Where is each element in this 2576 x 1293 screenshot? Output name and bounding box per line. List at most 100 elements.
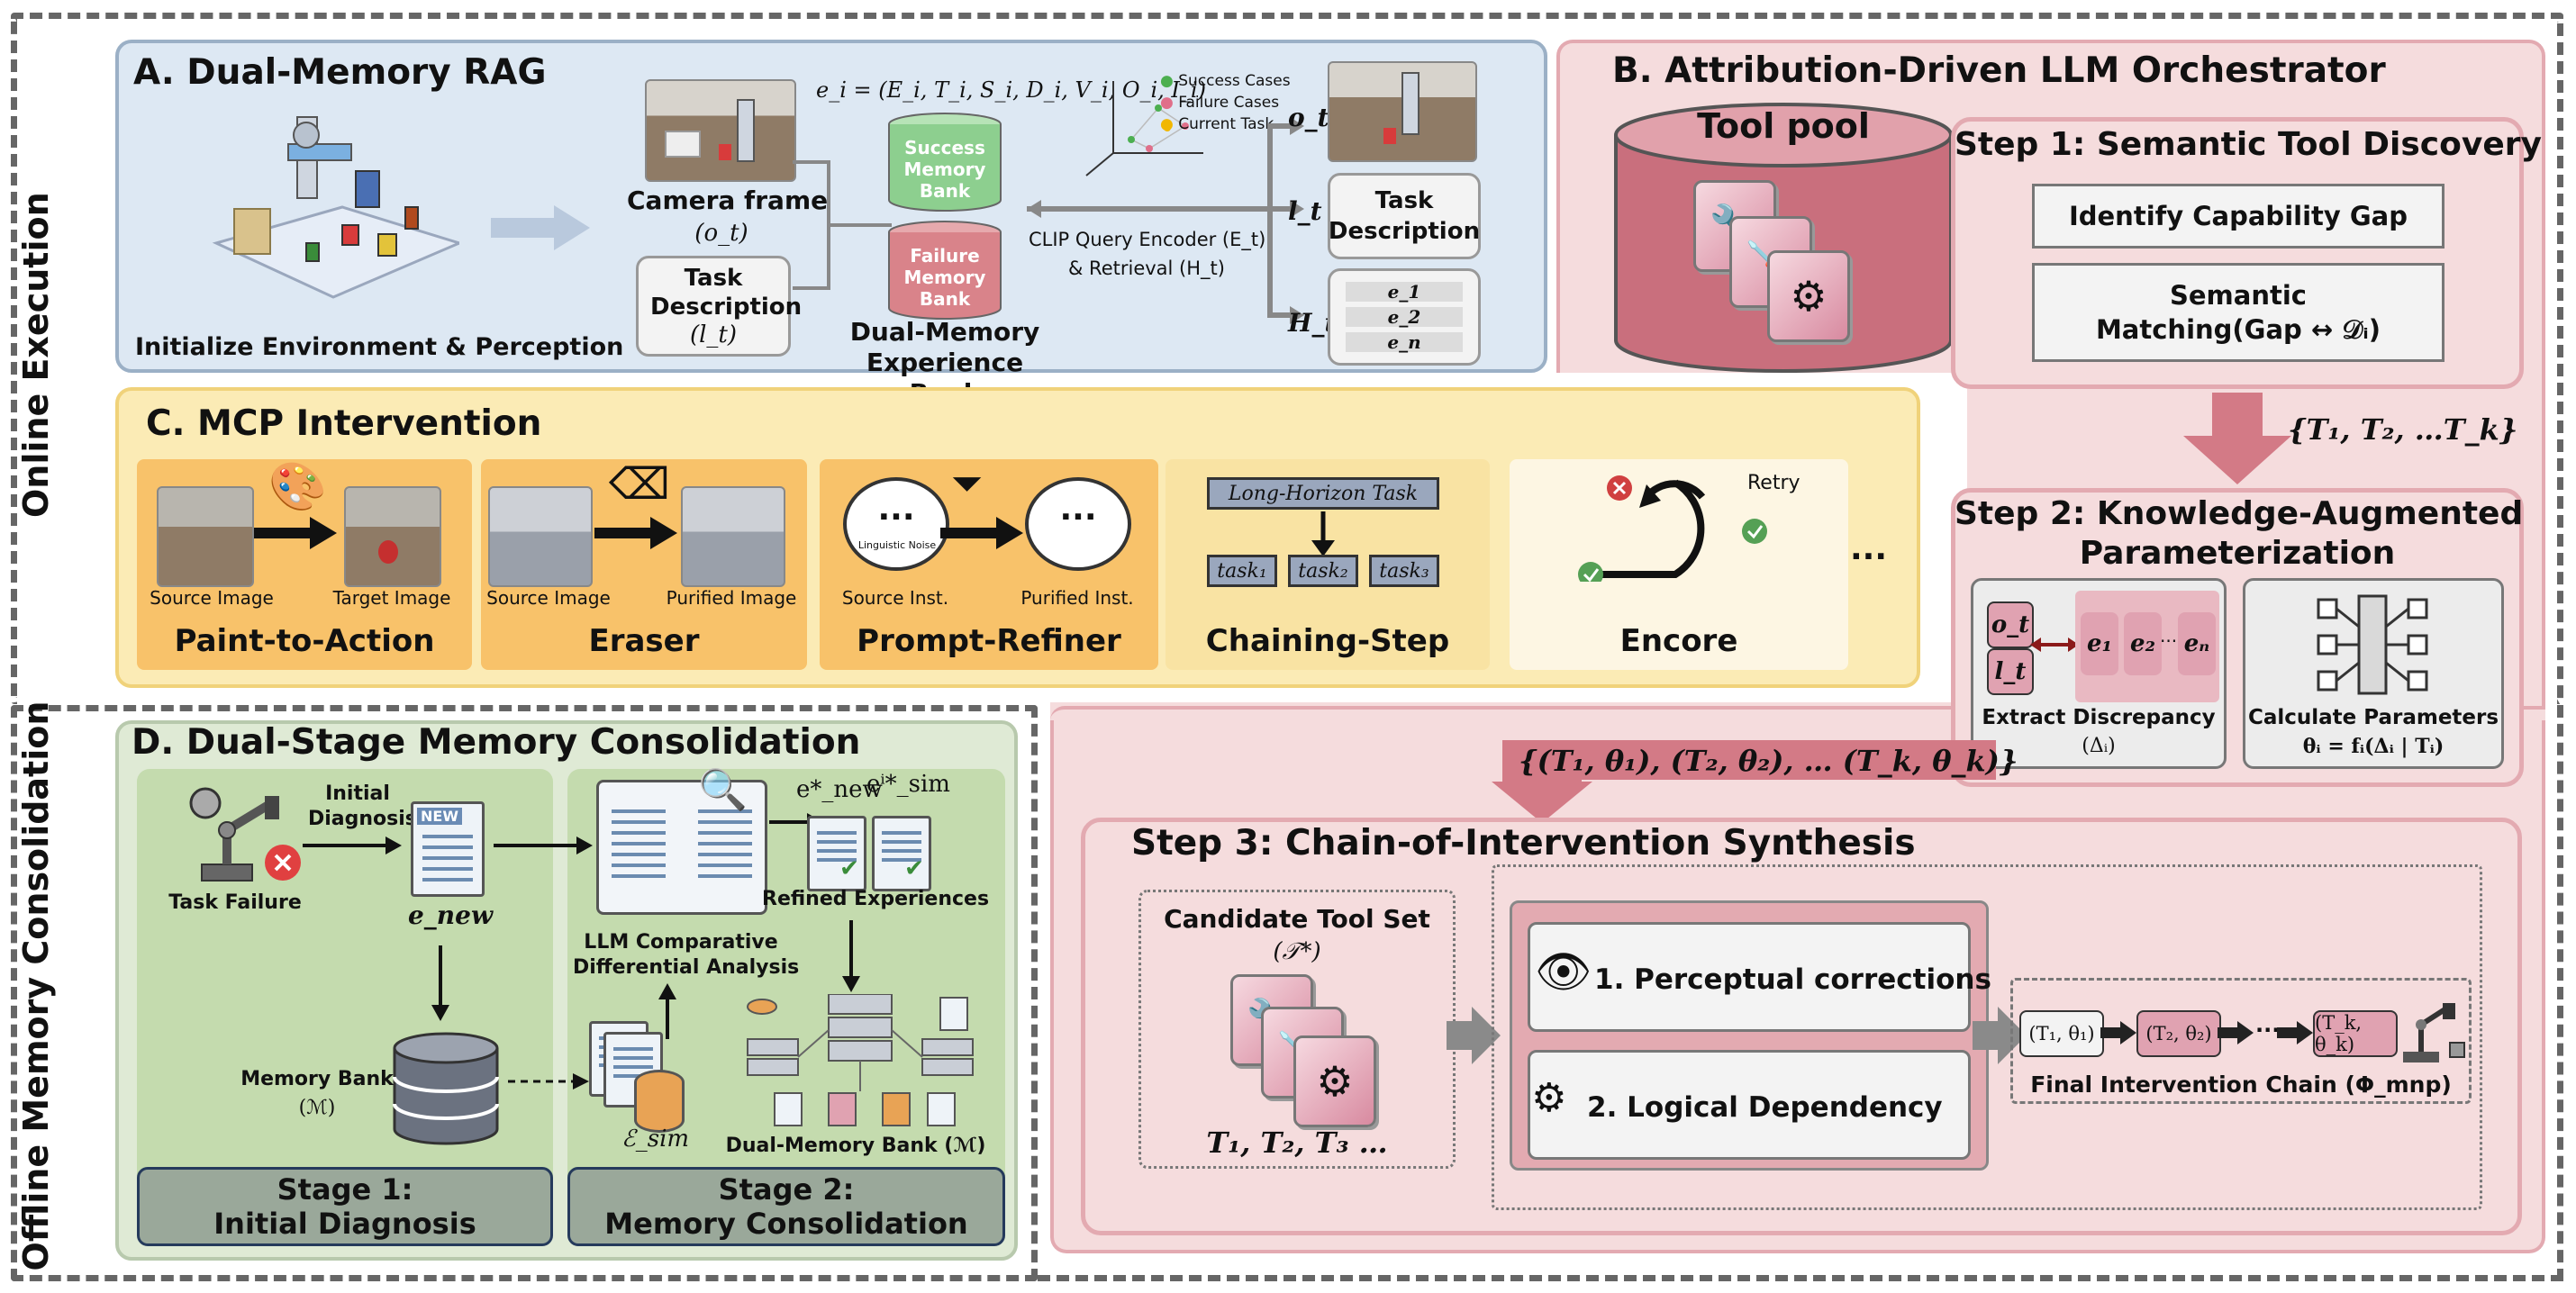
retrieved-experiences-box: e_1 e_2 e_n [1328,268,1481,366]
step3-title: Step 3: Chain-of-Intervention Synthesis [1131,823,1916,864]
capability-gap-label: Identify Capability Gap [2068,201,2408,231]
panel-a-title: A. Dual-Memory RAG [133,52,547,93]
chain-node-k: (T_k, θ_k) [2313,1010,2398,1057]
failing-robot-arm-icon [186,778,303,886]
task-description-box: Task Description (l_t) [636,256,803,357]
tool-pool-cylinder: Tool pool 🔧 🪛 ⚙ [1612,99,1955,375]
extract-discrepancy-symbol: (Δᵢ) [2082,735,2116,757]
chain-arrow-1 [2100,1021,2136,1044]
memory-bank-cylinder [391,1030,501,1147]
output-task-description-label: Task Description [1328,187,1481,245]
paint-target-label: Target Image [332,587,451,609]
eraser-arrow [594,517,677,549]
stage1-label-box: Stage 1: Initial Diagnosis [137,1167,553,1246]
success-memory-bank: Success Memory Bank [886,112,1003,212]
perception-arrow [491,205,590,250]
encore-retry-diagram [1578,475,1767,582]
legend-failure: Failure Cases [1178,94,1280,112]
retry-label: Retry [1747,472,1800,494]
bank-to-sim-dashed-arrow [508,1073,589,1090]
llm-analysis-line1: LLM Comparative [584,931,778,954]
failure-memory-bank: Failure Memory Bank [886,220,1003,321]
refined-to-bank-arrow [842,920,860,992]
final-chain-box [2010,978,2472,1104]
calculate-parameters-formula: θᵢ = fᵢ(Δᵢ | Tᵢ) [2302,735,2444,758]
refined-check-2: ✔ [904,855,924,882]
paint-source-image [157,486,254,587]
task-description-symbol: (l_t) [689,321,738,348]
magnifier-icon: 🔍 [698,767,748,813]
e-sim-star-label: eⁱ*_sim [866,771,950,798]
paint-target-image [344,486,441,587]
task-failure-label: Task Failure [168,891,302,914]
retrieved-en: e_n [1346,332,1463,352]
output-frame-image [1328,61,1477,162]
retrieved-e2: e_2 [1346,307,1463,327]
prompt-refiner-name: Prompt-Refiner [857,623,1121,659]
robot-arm-icon [2396,989,2468,1066]
paint-to-action-name: Paint-to-Action [174,623,435,659]
sim-to-analysis-arrow [658,983,676,1039]
step2-title-line1: Step 2: Knowledge-Augmented [1955,495,2524,532]
purified-instruction-bubble: ··· [1025,477,1131,571]
output-l-symbol: l_t [1288,196,1322,226]
new-tag: NEW [417,808,462,825]
robot-scene-illustration [198,108,464,306]
e1-chip: e₁ [2081,612,2118,675]
semantic-matching-line1: Semantic [2170,280,2307,311]
e2-chip: e₂ [2124,612,2162,675]
corrections-dotted-box [1492,864,2482,1210]
eraser-name: Eraser [588,623,700,659]
eye-icon: 👁 [1535,945,1592,998]
capability-gap-box: Identify Capability Gap [2032,184,2444,249]
legend-current: Current Task [1178,115,1274,133]
calculate-parameters-label: Calculate Parameters [2247,706,2499,729]
chain-arrow-3 [2277,1021,2313,1044]
eraser-icon: ⌫ [609,459,670,510]
output-task-description-box: Task Description [1328,173,1481,259]
retrieval-label: & Retrieval (H_t) [1068,258,1225,279]
chaining-down-arrow [1311,511,1335,556]
e-sim-set-label: ℰ_sim [621,1126,690,1153]
subtask-2: task₂ [1288,555,1358,587]
clip-query-label: CLIP Query Encoder (E_t) [1029,229,1266,250]
online-execution-frame [11,13,2563,704]
semantic-matching-line2: Matching(Gap ↔ 𝒟ᵢ) [2095,314,2381,345]
retrieval-scatter-plot [1077,72,1212,180]
tool-set-label: {T₁, T₂, …T_k} [2288,412,2518,447]
extract-discrepancy-label: Extract Discrepancy [1982,706,2216,729]
init-caption: Initialize Environment & Perception [135,333,624,361]
final-chain-label: Final Intervention Chain (Φ_mnp) [2030,1071,2452,1098]
candidate-gear-icon: ⚙ [1293,1035,1376,1127]
paint-source-label: Source Image [150,587,274,609]
e-new-star-label: e*_new [796,776,883,803]
stage2-label-box: Stage 2: Memory Consolidation [567,1167,1005,1246]
long-horizon-task-box: Long-Horizon Task [1207,477,1439,510]
refined-doc-1 [807,816,866,891]
initial-diagnosis-label: Initial Diagnosis [308,782,417,830]
step2-to-step3-arrow [1492,740,1996,823]
refined-doc-2 [872,816,931,891]
tool-param-pairs-label: {(T₁, θ₁), (T₂, θ₂), … (T_k, θ_k)} [1519,744,2018,778]
success-memory-label: Success Memory Bank [903,137,986,202]
en-chip: eₙ [2178,612,2216,675]
new-to-analysis-arrow [494,836,593,854]
refined-experiences-label: Refined Experiences [762,888,990,910]
memory-bank-symbol: (ℳ) [298,1097,336,1119]
panel-d-title: D. Dual-Stage Memory Consolidation [132,722,861,763]
offline-consolidation-frame [11,705,1038,1281]
online-execution-label: Online Execution [16,192,56,518]
dual-memory-bank-servers [739,993,982,1135]
chain-arrow-2 [2218,1021,2254,1044]
similar-experiences-stack [589,1021,697,1138]
task-description-label: Task Description [650,265,803,321]
refined-check-1: ✔ [839,855,859,882]
source-instruction-label: Source Inst. [841,587,949,609]
o-chip: o_t [1987,601,2034,648]
legend-success: Success Cases [1178,72,1291,90]
logical-dependency-label: 2. Logical Dependency [1587,1091,1943,1124]
stage1-line2: Initial Diagnosis [213,1207,476,1241]
stage2-line1: Stage 2: [718,1172,855,1207]
palette-icon: 🎨 [268,460,327,514]
l-chip: l_t [1987,648,2034,695]
